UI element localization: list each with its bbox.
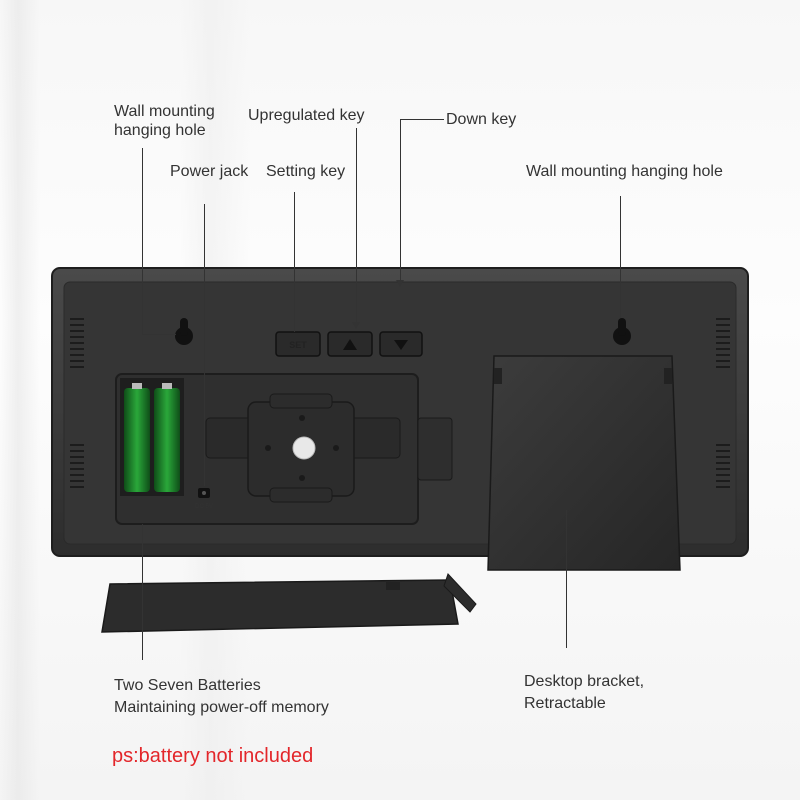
hanging-hole-left — [175, 318, 193, 345]
label-bracket-line1: Desktop bracket, — [524, 673, 645, 690]
battery-note: ps:battery not included — [112, 745, 314, 767]
leader-power-jack — [204, 204, 205, 486]
label-batteries: Two Seven Batteries Maintaining power-of… — [114, 676, 329, 717]
label-down-key: Down key — [446, 111, 517, 128]
vent-left — [70, 318, 84, 488]
power-jack[interactable]: DC 5V — [195, 488, 213, 510]
leader-down-key — [400, 119, 401, 281]
set-key[interactable]: SET — [275, 331, 321, 357]
center-mount — [205, 393, 401, 503]
leader-bracket — [566, 510, 567, 648]
set-key-text: SET — [289, 340, 307, 350]
battery-cover[interactable] — [101, 573, 477, 633]
leader-down-key-h — [400, 119, 444, 120]
leader-batteries — [142, 524, 143, 660]
up-key[interactable] — [327, 331, 373, 357]
arrow-down-key — [396, 280, 404, 287]
label-bracket: Desktop bracket, Retractable — [524, 672, 644, 713]
label-wall-hole-left-line2: hanging hole — [114, 122, 206, 139]
leader-wall-hole-right — [620, 196, 621, 318]
battery-2 — [154, 383, 180, 492]
leader-wall-hole-left — [142, 148, 143, 334]
vent-right — [716, 318, 730, 488]
label-batteries-line2: Maintaining power-off memory — [114, 699, 329, 716]
leader-setting-key — [294, 192, 295, 332]
battery-1 — [124, 383, 150, 492]
label-wall-hole-right: Wall mounting hanging hole — [526, 163, 723, 180]
leader-wall-hole-left-h — [142, 334, 176, 335]
label-batteries-line1: Two Seven Batteries — [114, 677, 261, 694]
desktop-bracket[interactable] — [487, 355, 681, 571]
label-power-jack: Power jack — [170, 163, 249, 180]
power-jack-text: DC 5V — [195, 504, 213, 510]
side-clip — [417, 417, 453, 481]
down-key[interactable] — [379, 331, 423, 357]
arrow-up-key — [352, 322, 360, 329]
label-upregulated-key: Upregulated key — [248, 107, 365, 124]
hanging-hole-right — [613, 318, 631, 345]
label-wall-hole-left: Wall mounting hanging hole — [114, 102, 215, 140]
label-wall-hole-left-line1: Wall mounting — [114, 103, 215, 120]
label-bracket-line2: Retractable — [524, 695, 606, 712]
leader-up-key — [356, 128, 357, 324]
label-setting-key: Setting key — [266, 163, 346, 180]
